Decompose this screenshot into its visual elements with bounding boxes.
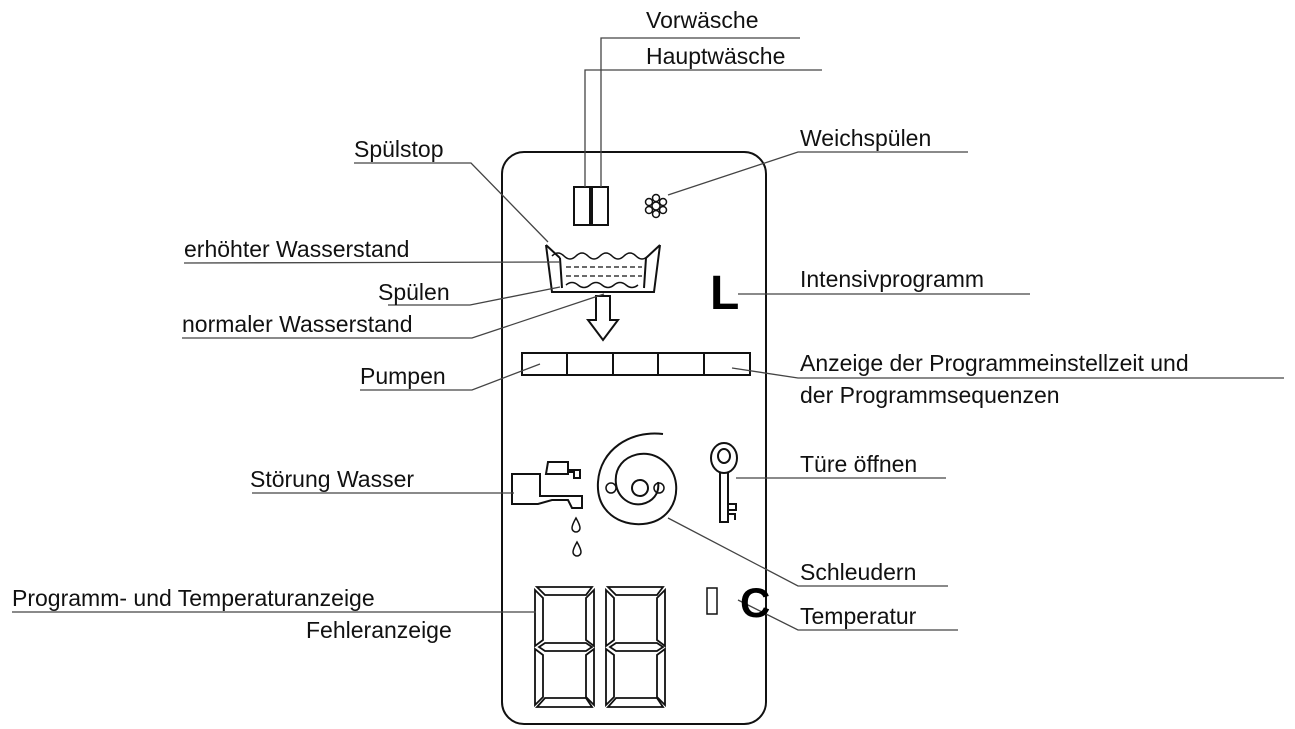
display-panel-outline: [501, 151, 767, 725]
label-weichspuelen: Weichspülen: [800, 125, 932, 151]
label-programm-temperaturanzeige: Programm- und Temperaturanzeige: [12, 585, 375, 611]
pump-arrow-icon: [586, 295, 620, 342]
leader-erhoehter: [183, 261, 561, 264]
leader-pumpen: [360, 363, 541, 391]
label-tuere-oeffnen: Türe öffnen: [800, 451, 918, 477]
leader-temperatur: [737, 599, 958, 631]
leader-anzeige: [731, 367, 1284, 379]
leader-normaler: [182, 293, 605, 339]
leader-weichspuelen: [667, 151, 968, 196]
label-fehleranzeige: Fehleranzeige: [306, 617, 452, 643]
label-spuelstop: Spülstop: [354, 136, 444, 162]
leader-spuelstop: [354, 162, 549, 243]
tap-icon: [511, 461, 583, 557]
tub-icon: [545, 244, 661, 293]
label-temperatur: Temperatur: [800, 603, 917, 629]
leader-vorwaesche: [600, 37, 800, 187]
key-icon: [710, 442, 738, 523]
label-intensivprogramm: Intensivprogramm: [800, 266, 985, 292]
celsius-symbol: C: [740, 579, 771, 626]
seven-segment-display: [534, 586, 666, 708]
spin-icon: [596, 432, 678, 526]
label-spuelen: Spülen: [378, 279, 450, 305]
label-pumpen: Pumpen: [360, 363, 446, 389]
label-schleudern: Schleudern: [800, 559, 917, 585]
label-erhoehter-wasserstand: erhöhter Wasserstand: [184, 236, 410, 262]
label-anzeige-line2: der Programmsequenzen: [800, 382, 1060, 408]
program-time-bar: [521, 352, 751, 376]
leader-spuelen: [388, 286, 561, 306]
prewash-mainwash-icon: [573, 186, 609, 226]
softener-flower-icon: [644, 193, 668, 219]
leader-lines: [12, 37, 1284, 631]
label-stoerung-wasser: Störung Wasser: [250, 466, 415, 492]
degree-icon: [706, 587, 718, 615]
leader-hauptwaesche: [584, 69, 822, 187]
label-vorwaesche: Vorwäsche: [646, 7, 759, 33]
label-anzeige-line1: Anzeige der Programmeinstellzeit und: [800, 350, 1189, 376]
intensive-program-symbol: L: [710, 267, 740, 320]
label-normaler-wasserstand: normaler Wasserstand: [182, 311, 413, 337]
label-hauptwaesche: Hauptwäsche: [646, 43, 786, 69]
leader-schleudern: [667, 517, 948, 587]
